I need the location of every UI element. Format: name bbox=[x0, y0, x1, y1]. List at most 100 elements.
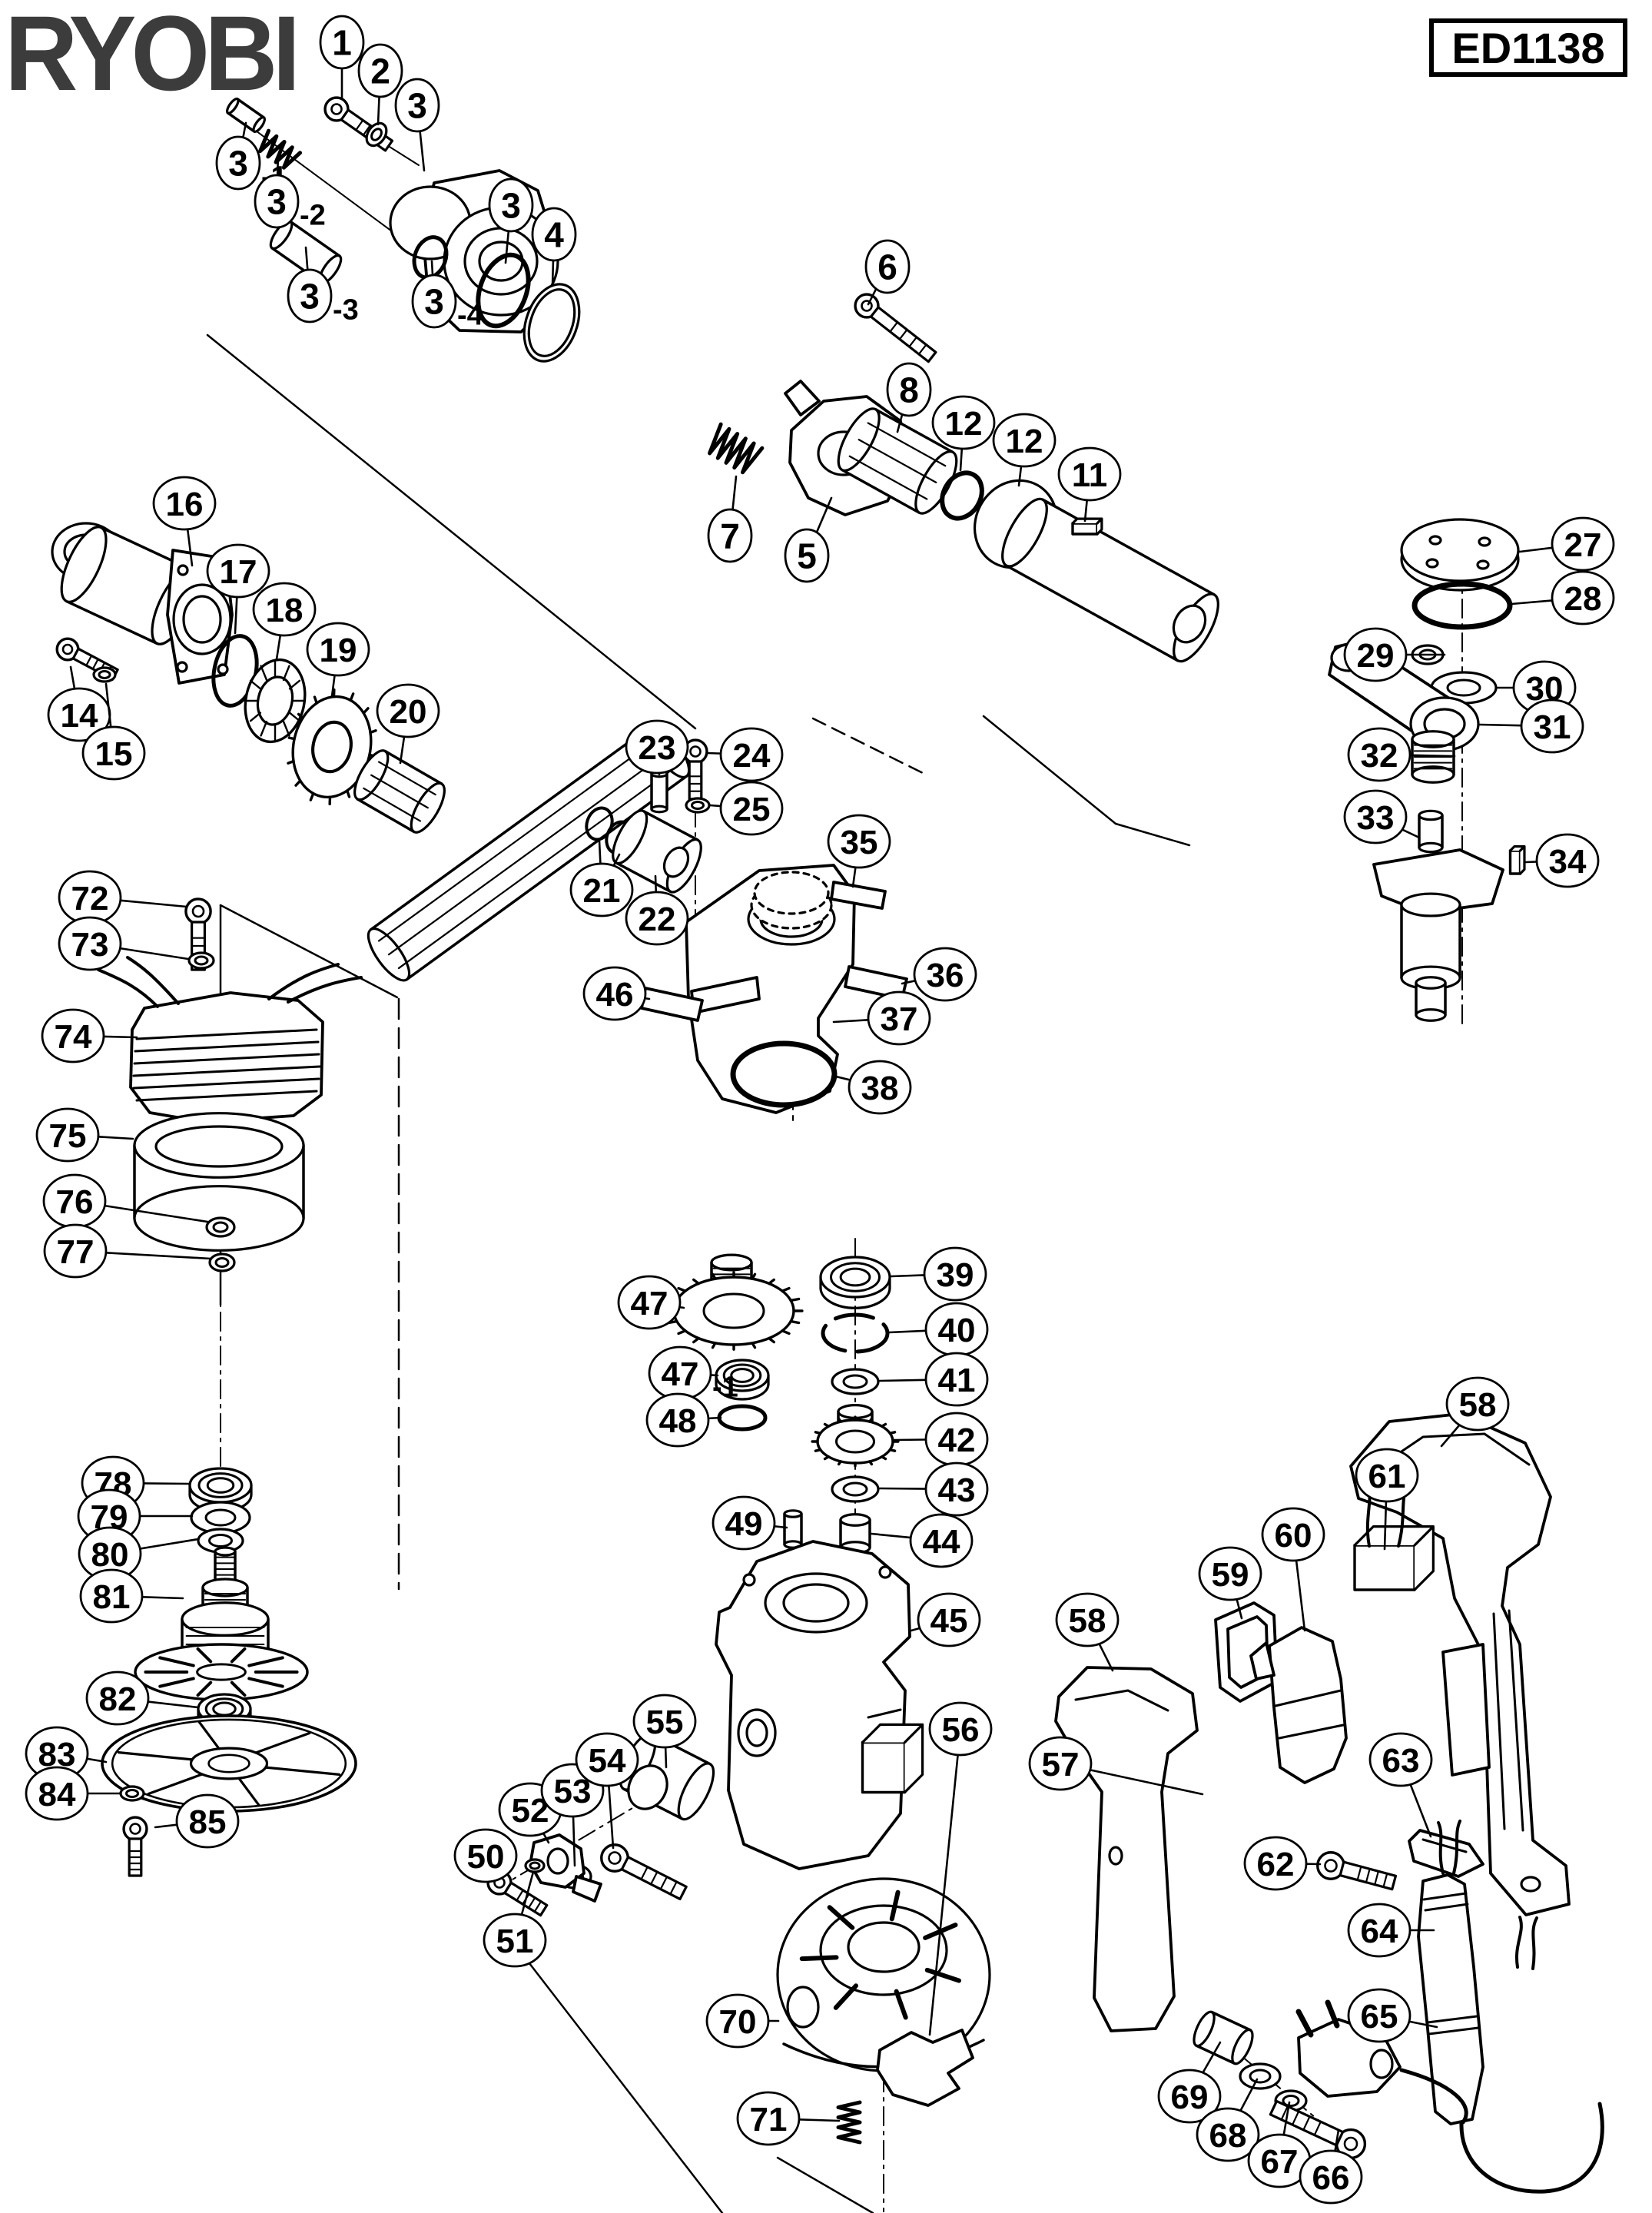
part-balloon-24: 24 bbox=[705, 727, 784, 782]
svg-text:3: 3 bbox=[407, 86, 427, 126]
svg-text:75: 75 bbox=[49, 1117, 87, 1155]
part-balloon-47-1: 47 -1 bbox=[648, 1345, 738, 1404]
part-balloon-40: 40 bbox=[887, 1302, 989, 1357]
svg-text:66: 66 bbox=[1312, 2159, 1350, 2197]
svg-text:3: 3 bbox=[267, 182, 287, 222]
part-balloon-59: 59 bbox=[1198, 1546, 1262, 1620]
svg-text:22: 22 bbox=[639, 901, 676, 938]
svg-text:42: 42 bbox=[938, 1422, 976, 1459]
part-balloon-22: 22 bbox=[625, 874, 689, 946]
svg-text:28: 28 bbox=[1564, 580, 1602, 618]
svg-text:58: 58 bbox=[1069, 1602, 1106, 1640]
svg-text:47: 47 bbox=[631, 1285, 668, 1322]
svg-text:3: 3 bbox=[300, 277, 320, 317]
part-balloon-15: 15 bbox=[81, 682, 146, 781]
svg-text:12: 12 bbox=[1006, 423, 1043, 460]
part-balloon-37: 37 bbox=[832, 990, 931, 1046]
part-balloon-71: 71 bbox=[736, 2091, 841, 2146]
part-balloon-1: 1 bbox=[319, 15, 365, 100]
svg-text:49: 49 bbox=[725, 1505, 763, 1543]
part-balloon-61: 61 bbox=[1355, 1448, 1419, 1551]
svg-text:-1: -1 bbox=[712, 1372, 738, 1404]
part-balloon-4: 4 bbox=[531, 207, 577, 287]
svg-text:24: 24 bbox=[733, 737, 771, 775]
part-balloon-3-4: 3-4 bbox=[411, 260, 483, 332]
svg-text:-4: -4 bbox=[457, 300, 483, 332]
svg-text:45: 45 bbox=[930, 1602, 968, 1640]
part-balloon-19: 19 bbox=[306, 622, 370, 698]
part-balloon-58: 58 bbox=[1055, 1592, 1120, 1672]
svg-text:37: 37 bbox=[881, 1000, 918, 1038]
part-balloon-80: 80 bbox=[78, 1526, 200, 1581]
part-balloon-72: 72 bbox=[58, 870, 188, 925]
part-balloon-64: 64 bbox=[1347, 1903, 1435, 1958]
part-balloon-11: 11 bbox=[1057, 446, 1122, 523]
svg-text:16: 16 bbox=[166, 486, 204, 523]
svg-text:39: 39 bbox=[937, 1256, 974, 1294]
svg-text:63: 63 bbox=[1382, 1742, 1420, 1780]
svg-text:29: 29 bbox=[1357, 637, 1395, 675]
part-balloon-41: 41 bbox=[878, 1352, 989, 1407]
part-balloon-66: 66 bbox=[1299, 2128, 1363, 2205]
svg-text:25: 25 bbox=[733, 791, 771, 828]
svg-text:14: 14 bbox=[61, 697, 98, 735]
svg-text:19: 19 bbox=[320, 632, 357, 669]
svg-text:68: 68 bbox=[1209, 2117, 1247, 2155]
svg-text:76: 76 bbox=[56, 1183, 94, 1221]
svg-text:4: 4 bbox=[544, 215, 564, 255]
svg-text:56: 56 bbox=[942, 1711, 980, 1749]
svg-text:36: 36 bbox=[927, 957, 964, 994]
svg-text:31: 31 bbox=[1534, 708, 1571, 746]
svg-text:38: 38 bbox=[861, 1070, 899, 1107]
part-balloon-46: 46 bbox=[582, 966, 651, 1021]
svg-text:62: 62 bbox=[1257, 1846, 1295, 1883]
part-balloon-45: 45 bbox=[910, 1592, 981, 1647]
part-balloon-38: 38 bbox=[831, 1060, 912, 1115]
svg-text:70: 70 bbox=[719, 2003, 757, 2041]
svg-text:69: 69 bbox=[1171, 2079, 1209, 2116]
svg-text:2: 2 bbox=[370, 51, 390, 91]
part-balloon-35: 35 bbox=[827, 814, 891, 888]
svg-text:6: 6 bbox=[877, 247, 897, 287]
svg-text:27: 27 bbox=[1564, 526, 1602, 564]
part-balloon-44: 44 bbox=[870, 1513, 974, 1568]
part-balloon-57: 57 bbox=[1028, 1736, 1204, 1796]
svg-text:60: 60 bbox=[1275, 1517, 1312, 1554]
svg-text:55: 55 bbox=[646, 1704, 684, 1741]
part-balloon-67: 67 bbox=[1247, 2101, 1312, 2188]
part-balloon-47: 47 bbox=[617, 1275, 685, 1330]
part-balloon-29: 29 bbox=[1343, 627, 1446, 682]
part-balloon-17: 17 bbox=[206, 543, 270, 635]
part-balloon-60: 60 bbox=[1261, 1507, 1325, 1632]
svg-text:48: 48 bbox=[659, 1402, 697, 1440]
svg-text:34: 34 bbox=[1549, 843, 1587, 881]
part-balloon-33: 33 bbox=[1343, 789, 1421, 844]
part-balloon-62: 62 bbox=[1243, 1836, 1322, 1891]
svg-text:3: 3 bbox=[228, 144, 248, 184]
svg-text:47: 47 bbox=[662, 1355, 699, 1393]
part-balloon-39: 39 bbox=[890, 1246, 987, 1302]
svg-text:17: 17 bbox=[220, 553, 257, 591]
part-balloon-16: 16 bbox=[152, 476, 217, 567]
svg-text:81: 81 bbox=[93, 1578, 131, 1616]
part-balloon-77: 77 bbox=[43, 1223, 212, 1279]
part-balloon-3: 3 bbox=[394, 78, 440, 172]
svg-text:71: 71 bbox=[750, 2101, 788, 2138]
brand-logo: RYOBI bbox=[5, 0, 300, 113]
svg-text:61: 61 bbox=[1368, 1458, 1406, 1495]
part-balloon-7: 7 bbox=[707, 475, 753, 563]
svg-text:8: 8 bbox=[899, 370, 919, 410]
svg-text:77: 77 bbox=[57, 1233, 95, 1271]
svg-text:46: 46 bbox=[596, 976, 634, 1014]
part-balloon-42: 42 bbox=[893, 1412, 989, 1467]
part-balloon-5: 5 bbox=[784, 496, 833, 583]
part-balloon-25: 25 bbox=[708, 781, 784, 836]
svg-text:7: 7 bbox=[720, 516, 740, 556]
svg-text:-2: -2 bbox=[300, 200, 326, 232]
part-balloon-75: 75 bbox=[35, 1107, 134, 1163]
svg-text:-3: -3 bbox=[333, 294, 359, 327]
svg-text:32: 32 bbox=[1361, 737, 1398, 775]
svg-text:50: 50 bbox=[467, 1838, 505, 1876]
svg-text:20: 20 bbox=[390, 693, 427, 731]
part-balloon-50: 50 bbox=[453, 1828, 518, 1883]
